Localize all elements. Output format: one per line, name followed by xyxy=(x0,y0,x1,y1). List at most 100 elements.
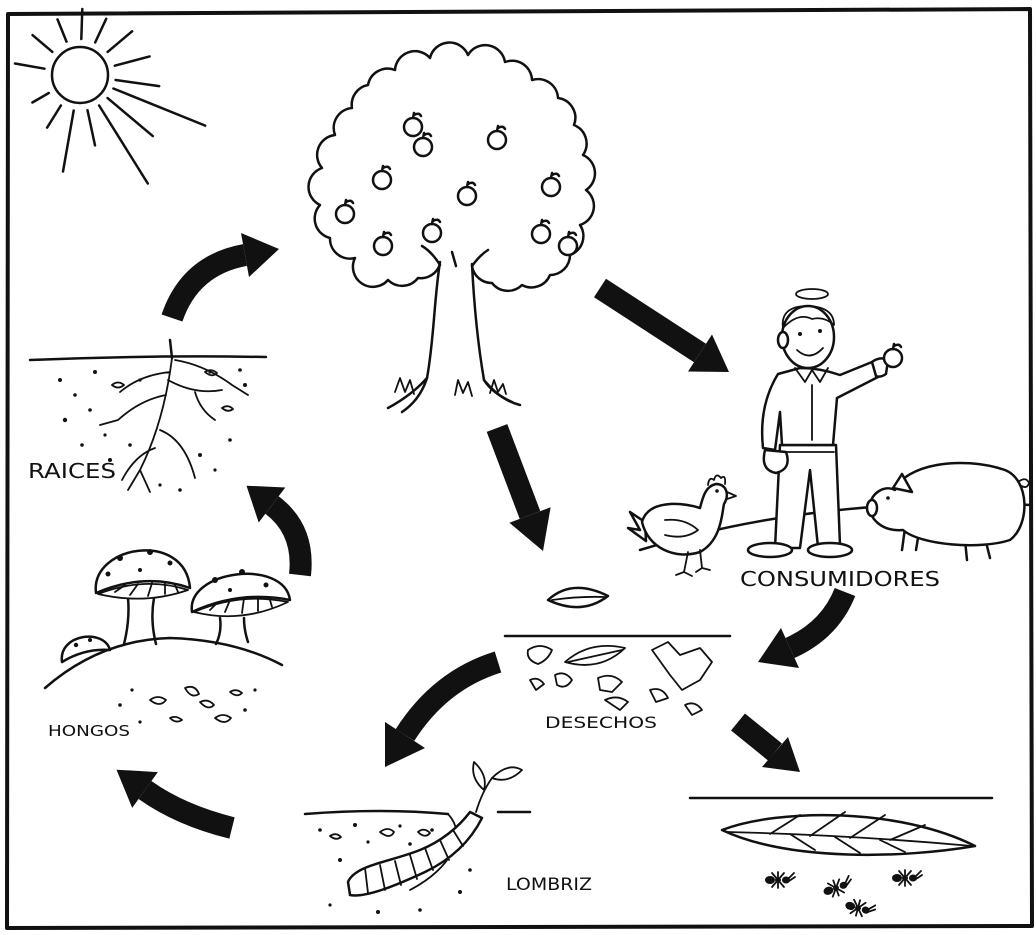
apple-tree-icon xyxy=(307,41,597,414)
apple-icon xyxy=(530,218,552,245)
sprout-stem xyxy=(475,777,493,813)
root-lines xyxy=(99,357,249,493)
apple-icon xyxy=(456,180,478,207)
worm-ground-line xyxy=(303,809,532,816)
waste-illustration: DESECHOS xyxy=(503,586,732,732)
sun-rays xyxy=(13,7,207,185)
man-smile xyxy=(796,347,824,357)
pig-tail xyxy=(1017,478,1030,488)
cycle-arrows xyxy=(116,233,856,839)
pig-eye xyxy=(886,496,890,500)
chicken-icon xyxy=(626,474,737,577)
sun-disc xyxy=(50,45,110,105)
chicken-wing xyxy=(664,518,699,538)
man-hand-left xyxy=(762,448,789,475)
label-raices: RAICES xyxy=(28,459,116,483)
fungi-illustration: HONGOS xyxy=(43,549,292,740)
worm-body-icon xyxy=(346,810,484,897)
chicken-beak xyxy=(726,491,737,500)
sprout-leaf xyxy=(491,766,523,781)
soil-fragments xyxy=(149,685,243,723)
ant-icon xyxy=(845,898,877,918)
chicken-body xyxy=(640,482,728,556)
label-lombriz: LOMBRIZ xyxy=(506,875,592,895)
apple-icon xyxy=(412,131,434,158)
man-eye xyxy=(798,332,802,336)
tree-branches xyxy=(420,244,490,268)
debris-crumpled-leaf xyxy=(651,641,713,691)
large-leaf-icon xyxy=(720,813,977,857)
grass-tufts xyxy=(394,377,507,397)
debris-fragment xyxy=(649,688,669,703)
apple-icon xyxy=(540,171,562,198)
ant-icon xyxy=(823,875,852,898)
man-head xyxy=(780,304,836,370)
fungi-mound-line xyxy=(43,636,284,690)
man-shoe-right xyxy=(806,541,854,559)
pig-ear xyxy=(891,472,914,494)
debris-fragment xyxy=(597,674,623,693)
falling-leaf-midrib xyxy=(551,595,606,601)
arrow-consumers-to-waste xyxy=(758,587,856,668)
arrow-waste-to-earthworm xyxy=(385,651,502,767)
man-eye xyxy=(818,329,822,333)
chicken-eye xyxy=(715,489,719,493)
pig-body xyxy=(868,461,1026,547)
soil-pebbles xyxy=(111,369,234,412)
mushroom-large-cap xyxy=(94,549,192,595)
tree-root-flare xyxy=(400,376,522,414)
debris-fragment xyxy=(526,645,553,665)
apples xyxy=(334,111,579,257)
mushroom-cap-spots xyxy=(73,549,269,648)
plant-stem xyxy=(168,338,174,360)
arrow-fungi-to-roots xyxy=(246,485,312,577)
apple-icon xyxy=(557,230,579,257)
pig-legs xyxy=(900,526,992,562)
mushroom-right-stem xyxy=(214,616,250,646)
pig-snout xyxy=(865,498,879,518)
label-hongos: HONGOS xyxy=(48,722,130,740)
waste-debris xyxy=(526,641,713,716)
debris-fragment xyxy=(529,677,545,691)
sun-icon xyxy=(13,7,207,185)
tree-trunk-fill xyxy=(388,262,512,408)
diagram-frame xyxy=(5,7,1034,930)
chicken-comb xyxy=(707,474,727,486)
mushroom-large-gill-lines xyxy=(114,582,179,597)
mushroom-right-gills xyxy=(193,597,289,618)
sprout-leaf xyxy=(472,761,486,791)
ant-icon xyxy=(765,871,796,889)
debris-fragment xyxy=(684,702,703,716)
debris-leaf-midrib xyxy=(567,649,623,663)
halo xyxy=(795,288,829,300)
label-consumidores: CONSUMIDORES xyxy=(740,567,940,591)
apple-icon xyxy=(421,217,443,244)
man-icon xyxy=(746,288,904,559)
arrow-tree-to-consumers xyxy=(594,278,729,372)
label-desechos: DESECHOS xyxy=(545,713,657,732)
apple-icon xyxy=(402,111,424,138)
chicken-tail xyxy=(626,510,648,543)
mushroom-large-stem xyxy=(122,596,158,646)
apple-icon xyxy=(882,342,904,369)
apple-icon xyxy=(372,230,394,257)
ant-icon xyxy=(892,869,923,887)
man-hair xyxy=(781,305,835,329)
apple-icon xyxy=(486,124,508,151)
soil-dots xyxy=(58,368,247,492)
debris-fragment xyxy=(554,672,573,688)
mushroom-right-gill-lines xyxy=(209,597,273,614)
apple-icon xyxy=(371,164,393,191)
roots-ground-line xyxy=(28,355,268,362)
leaf-veins xyxy=(727,811,973,854)
man-shoe-left xyxy=(746,541,794,559)
man-ear xyxy=(776,330,790,350)
soil-pebbles xyxy=(329,828,431,840)
chicken-legs xyxy=(675,549,711,577)
apple-icon xyxy=(334,198,356,225)
roots-illustration: RAICES xyxy=(28,338,268,493)
soil-dots xyxy=(318,823,472,914)
man-shirt xyxy=(760,360,880,452)
tree-trunk-left xyxy=(386,260,442,410)
